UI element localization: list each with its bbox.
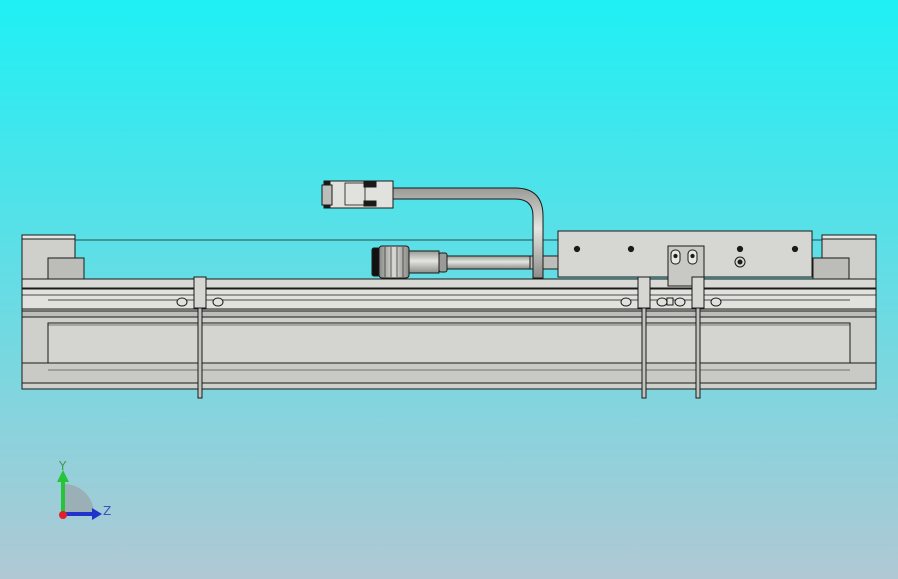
orientation-triad[interactable]: Y Z	[57, 459, 111, 520]
encoder-cable	[391, 187, 544, 279]
y-arrowhead	[57, 470, 69, 482]
encoder-connector[interactable]	[321, 180, 394, 209]
linear-actuator-assembly[interactable]	[21, 180, 877, 399]
motor-cable	[445, 255, 559, 270]
rail-body[interactable]	[21, 278, 877, 390]
triad-y-label: Y	[58, 459, 67, 473]
triad-z-label: Z	[103, 504, 111, 518]
sensor-switch-right[interactable]	[674, 276, 722, 399]
carriage[interactable]	[557, 230, 813, 287]
triad-rotation-arc	[64, 484, 94, 514]
sensor-switch-middle[interactable]	[620, 276, 674, 399]
round-connector[interactable]	[371, 245, 448, 279]
sensor-switch-left[interactable]	[176, 276, 224, 399]
z-arrowhead	[92, 508, 102, 520]
x-axis-origin	[59, 511, 67, 519]
